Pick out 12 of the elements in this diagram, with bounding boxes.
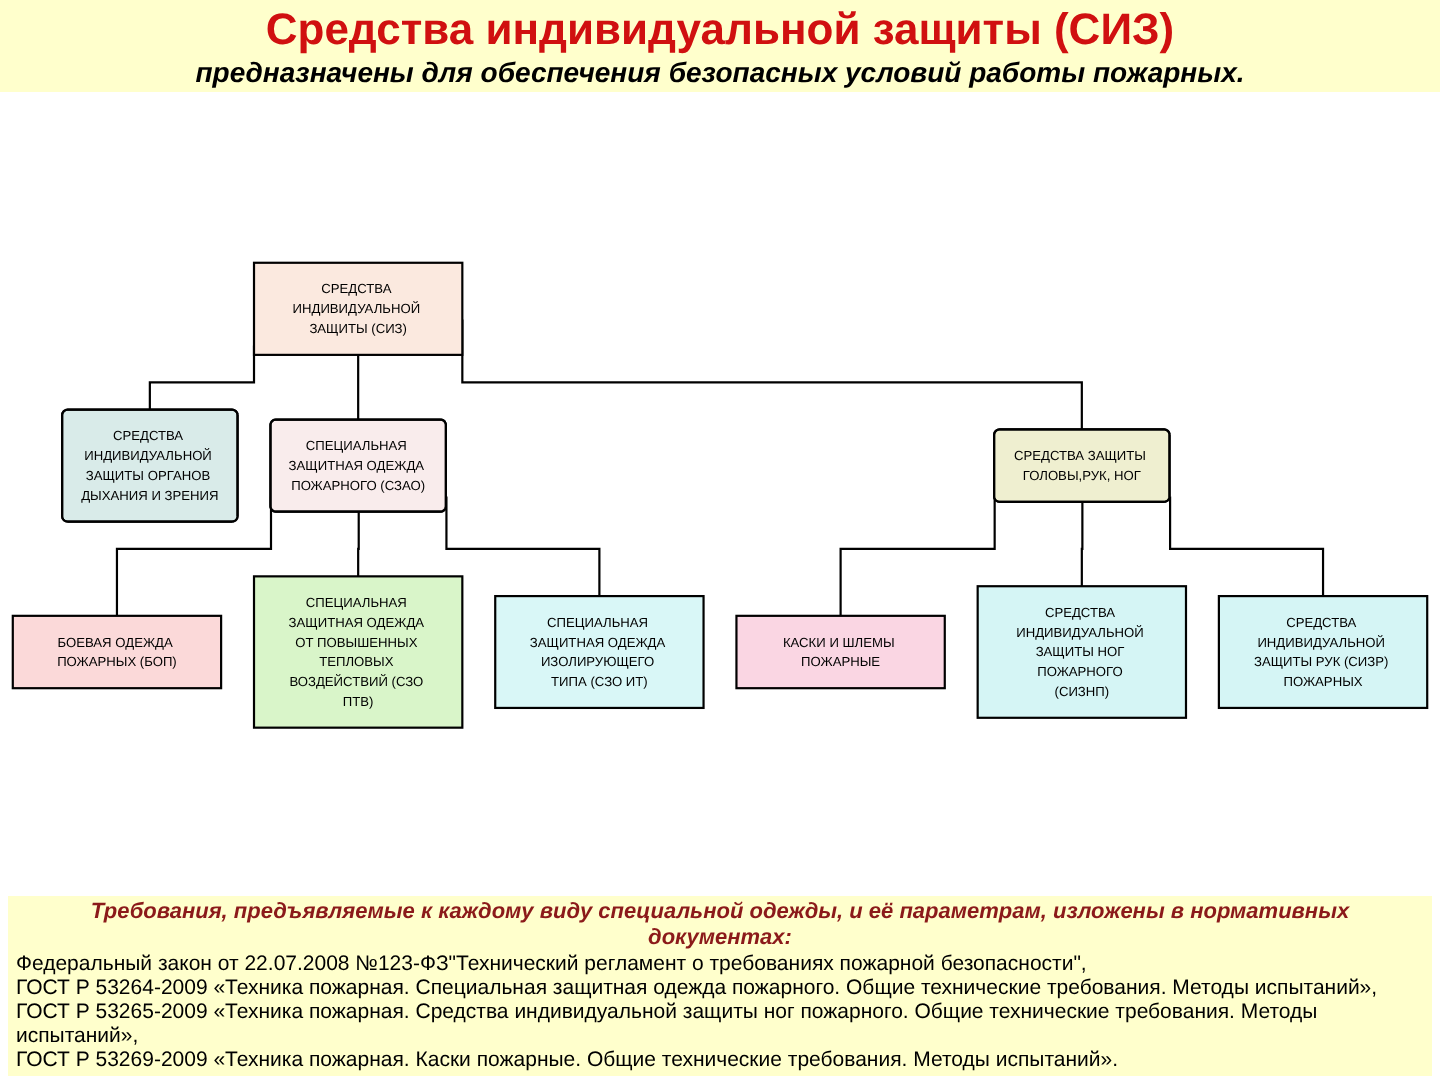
note-text: ГОСТ Р 53269-2009 «Техника пожарная. Каски пожарные. Общие технические требования. Методы испытаний».	[16, 1047, 1121, 1072]
connector	[1080, 501, 1084, 587]
connector	[839, 495, 996, 617]
connector	[357, 354, 360, 421]
note-heading: Требования, предъявляемые к каждому виду специальной одежды, и её параметрам, изложены в нормативных документах:	[88, 900, 1352, 952]
subtitle: предназначены для обеспечения безопасных условий работы пожарных.	[193, 56, 1247, 88]
note-text: Федеральный закон от 22.07.2008 №123-ФЗ"Технический регламент о требованиях пожарной безопасности",	[16, 951, 1089, 976]
connector	[357, 511, 360, 577]
note-text: ГОСТ Р 53264-2009 «Техника пожарная. Специальная защитная одежда пожарного. Общие технические требования. Методы испытаний»,	[16, 975, 1380, 1000]
title: Средства индивидуальной защиты (СИЗ)	[265, 4, 1175, 56]
note-text: ГОСТ Р 53265-2009 «Техника пожарная. Средства индивидуальной защиты ног пожарного. Общие технические требования. Методы испытаний»,	[16, 999, 1320, 1048]
connector	[1169, 495, 1325, 597]
